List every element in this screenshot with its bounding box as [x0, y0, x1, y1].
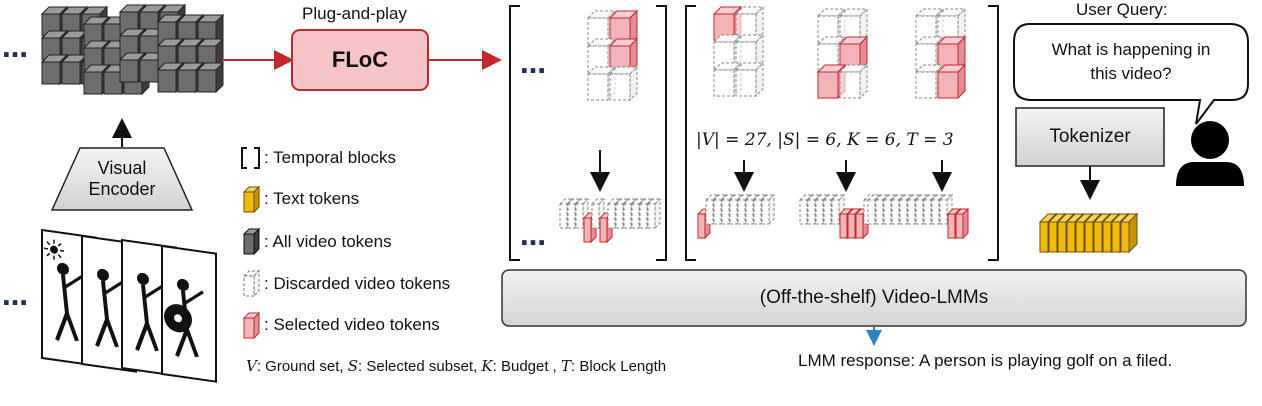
block-panel-1: [586, 9, 639, 102]
discarded-token: [838, 63, 869, 100]
panel-down-arrows: [590, 150, 952, 192]
block-1: [712, 5, 765, 98]
discarded-token: [760, 193, 776, 226]
legend-bracket-left: [241, 147, 247, 169]
legend-bracket-right: [254, 147, 260, 169]
text-token-row: [1038, 212, 1139, 254]
selected-subset-text: : Selected subset,: [358, 358, 482, 375]
block-length-text: : Block Length: [571, 358, 667, 375]
selected-token: [838, 35, 869, 72]
selected-token: [598, 211, 614, 244]
symbol-s: S: [347, 357, 359, 375]
ellipsis-blocks-bottom: …: [520, 222, 547, 252]
selected-token-strips: [558, 193, 970, 244]
symbol-t: T: [561, 357, 572, 375]
discarded-token: [838, 7, 869, 44]
selected-token: [936, 63, 967, 100]
selected-token: [936, 35, 967, 72]
legend-temporal-blocks: : Temporal blocks: [264, 148, 396, 167]
block-3: [914, 7, 967, 100]
selected-token: [608, 37, 639, 74]
tokenizer-label: Tokenizer: [1049, 126, 1131, 147]
query-line-2: this video?: [1090, 64, 1172, 83]
symbol-v: V: [246, 357, 257, 375]
ground-set-text: : Ground set,: [256, 358, 348, 375]
legend-discarded-token-icon: [242, 269, 261, 298]
query-speech-bubble: [1013, 23, 1249, 125]
video-token-cubes: [40, 3, 225, 96]
symbol-k: K: [481, 357, 493, 375]
budget-text: : Budget ,: [492, 358, 562, 375]
bracket-panel-2-right: [988, 5, 999, 261]
legend-text-tokens: : Text tokens: [264, 189, 360, 208]
temporal-block-grids: [586, 5, 967, 102]
legend-selected-video-tokens: : Selected video tokens: [264, 315, 440, 334]
discarded-token: [734, 5, 765, 42]
legend-text-token-icon: [242, 185, 261, 214]
text-token: [1119, 212, 1139, 254]
user-icon: [1176, 121, 1244, 186]
plug-and-play-label: Plug-and-play: [302, 4, 407, 23]
ellipsis-blocks-top: …: [520, 50, 547, 80]
video-token: [196, 61, 225, 94]
ellipsis-tokens: …: [2, 34, 29, 64]
visual-encoder-label: Visual Encoder: [52, 150, 192, 208]
tokenizer-box: [1015, 107, 1165, 167]
video-lmm-bar: [501, 269, 1247, 327]
temporal-block-brackets: [509, 5, 999, 261]
example-parameters: |V| = 27, |S| = 6, K = 6, T = 3: [696, 130, 954, 150]
set-definitions: V: Ground set, S: Selected subset, K: Bu…: [246, 357, 666, 375]
strip-block-1: [696, 193, 776, 240]
visual-encoder-line-2: Encoder: [88, 179, 156, 199]
selected-token: [954, 207, 970, 240]
discarded-token: [936, 7, 967, 44]
bracket-panel-2-left: [685, 5, 696, 261]
bracket-panel-1-right: [656, 5, 667, 261]
strip-block-3: [866, 193, 970, 240]
discarded-token: [608, 65, 639, 102]
lmm-response: LMM response: A person is playing golf o…: [798, 351, 1173, 370]
visual-encoder-block: [50, 147, 194, 211]
token-layer: [156, 13, 225, 94]
legend-icons: [241, 147, 261, 340]
legend-discarded-video-tokens: : Discarded video tokens: [264, 274, 451, 293]
visual-encoder-line-1: Visual: [97, 158, 147, 178]
legend-all-video-tokens: : All video tokens: [264, 232, 392, 251]
discarded-token: [734, 61, 765, 98]
video-lmm-label: (Off-the-shelf) Video-LMMs: [759, 287, 989, 308]
discarded-token: [734, 33, 765, 70]
legend-all-video-token-icon: [242, 227, 261, 256]
legend-selected-token-icon: [242, 311, 261, 340]
strip-panel-1: [558, 197, 662, 244]
floc-label: FLoC: [331, 47, 389, 72]
bracket-panel-1-left: [509, 5, 520, 261]
discarded-token: [646, 197, 662, 230]
ellipsis-frames: …: [2, 282, 29, 312]
block-2: [816, 7, 869, 100]
video-frame: [161, 244, 217, 383]
selected-token: [608, 9, 639, 46]
query-line-1: What is happening in: [1051, 40, 1211, 59]
floc-box: [291, 29, 429, 91]
strip-block-2: [798, 193, 878, 240]
input-video-frames: [41, 228, 217, 383]
query-text: What is happening in this video?: [1014, 26, 1248, 98]
user-query-title: User Query:: [1076, 0, 1168, 19]
